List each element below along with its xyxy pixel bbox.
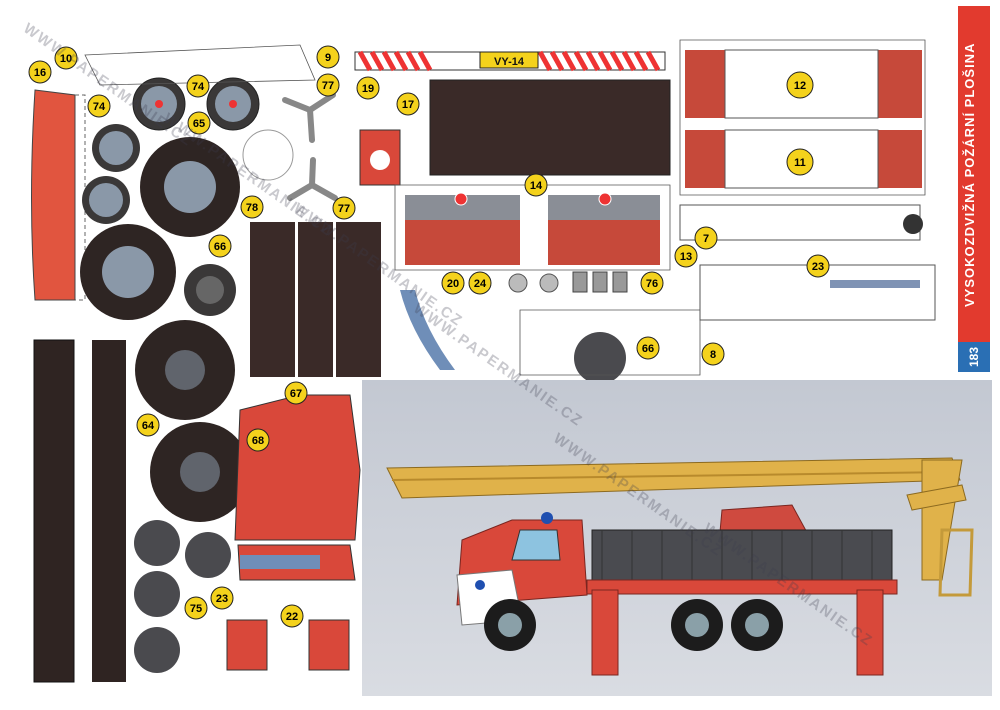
- marker-22: 22: [280, 604, 304, 628]
- svg-text:23: 23: [812, 261, 824, 273]
- svg-text:74: 74: [93, 101, 106, 113]
- svg-text:64: 64: [142, 420, 155, 432]
- marker-16: 16: [28, 60, 52, 84]
- zigzag-strips: [33, 339, 126, 683]
- fender-part: [31, 89, 76, 301]
- svg-text:77: 77: [338, 203, 350, 215]
- marker-8: 8: [701, 342, 725, 366]
- fire-truck-illustration: [362, 380, 992, 696]
- marker-68: 68: [246, 428, 270, 452]
- page-number: 183: [958, 342, 990, 372]
- svg-text:19: 19: [362, 83, 374, 95]
- marker-24: 24: [468, 271, 492, 295]
- marker-65: 65: [187, 111, 211, 135]
- hazard-stripes: [357, 50, 661, 72]
- svg-text:10: 10: [60, 53, 72, 65]
- marker-74a: 74: [87, 94, 111, 118]
- marker-76: 76: [640, 271, 664, 295]
- svg-text:9: 9: [325, 52, 331, 64]
- marker-23a: 23: [806, 254, 830, 278]
- svg-text:74: 74: [192, 81, 205, 93]
- marker-77b: 77: [332, 196, 356, 220]
- svg-text:66: 66: [214, 241, 226, 253]
- svg-text:7: 7: [703, 233, 709, 245]
- svg-text:8: 8: [710, 349, 716, 361]
- svg-text:65: 65: [193, 118, 205, 130]
- side-title-tab: [958, 6, 990, 346]
- lamp-parts: [508, 271, 628, 293]
- cut-outlines: [84, 39, 926, 376]
- marker-14: 14: [524, 173, 548, 197]
- svg-text:24: 24: [474, 278, 487, 290]
- marker-10: 10: [54, 46, 78, 70]
- svg-text:20: 20: [447, 278, 459, 290]
- cab-pieces: [226, 394, 361, 671]
- plate-text: VY-14: [494, 56, 525, 68]
- marker-67: 67: [284, 381, 308, 405]
- dark-strips: [250, 222, 381, 377]
- marker-23b: 23: [210, 586, 234, 610]
- boom-arm: [386, 457, 961, 499]
- svg-text:13: 13: [680, 251, 692, 263]
- svg-text:14: 14: [530, 180, 543, 192]
- marker-17: 17: [396, 92, 420, 116]
- plate-background: [479, 51, 539, 69]
- svg-text:68: 68: [252, 435, 264, 447]
- marker-74b: 74: [186, 74, 210, 98]
- marker-66a: 66: [208, 234, 232, 258]
- svg-text:78: 78: [246, 202, 258, 214]
- svg-text:12: 12: [794, 80, 806, 92]
- marker-77a: 77: [316, 73, 340, 97]
- svg-text:76: 76: [646, 278, 658, 290]
- svg-text:23: 23: [216, 593, 228, 605]
- svg-text:22: 22: [286, 611, 298, 623]
- svg-text:16: 16: [34, 67, 46, 79]
- svg-text:17: 17: [402, 99, 414, 111]
- side-title: VYSOKOZDVIŽNÁ POŽÁRNÍ PLOŠINA: [962, 42, 977, 308]
- marker-20: 20: [441, 271, 465, 295]
- marker-9: 9: [316, 45, 340, 69]
- marker-7: 7: [694, 226, 718, 250]
- star-parts: [282, 92, 338, 201]
- marker-64: 64: [136, 413, 160, 437]
- svg-text:66: 66: [642, 343, 654, 355]
- svg-text:75: 75: [190, 603, 202, 615]
- wheel-parts: [80, 77, 626, 673]
- marker-13: 13: [674, 244, 698, 268]
- marker-78: 78: [240, 195, 264, 219]
- svg-text:77: 77: [322, 80, 334, 92]
- grill-panels: [405, 192, 660, 265]
- svg-text:11: 11: [794, 157, 806, 169]
- marker-66b: 66: [636, 336, 660, 360]
- marker-11: 11: [786, 148, 814, 176]
- model-photo: [362, 380, 992, 696]
- svg-text:67: 67: [290, 388, 302, 400]
- marker-19: 19: [356, 76, 380, 100]
- marker-75: 75: [184, 596, 208, 620]
- marker-12: 12: [786, 71, 814, 99]
- truck-wheels: [484, 599, 783, 651]
